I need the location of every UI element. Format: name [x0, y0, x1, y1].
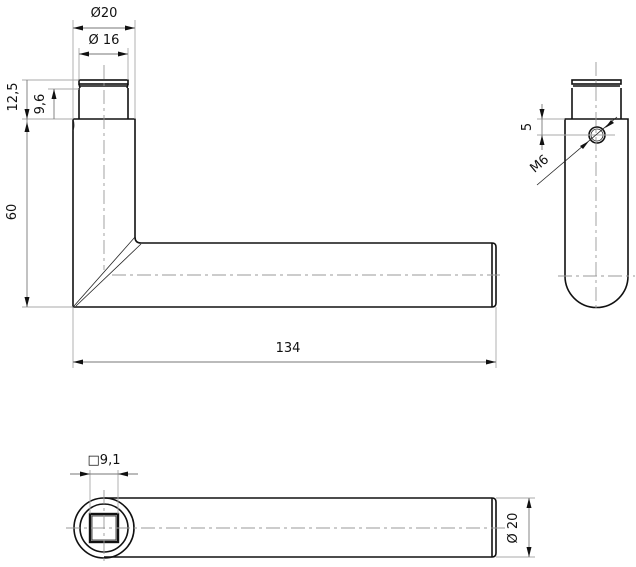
top-view: □9,1 Ø 20: [66, 453, 535, 565]
front-view: [72, 65, 500, 368]
dim-lever-length: 134: [276, 341, 301, 356]
dim-lever-height: 60: [5, 204, 20, 221]
side-view: 5 M6: [520, 62, 635, 312]
dim-neck-height: 12,5: [6, 83, 21, 112]
dim-square-spindle: □9,1: [88, 453, 121, 468]
neck-collar-ring: [78, 79, 129, 85]
side-body: [564, 118, 629, 309]
dim-screw-thread: M6: [527, 152, 552, 176]
dim-rose-diameter: Ø20: [91, 6, 118, 21]
dim-collar-height: 9,6: [33, 94, 48, 115]
dim-screw-offset: 5: [520, 123, 535, 131]
dim-bar-diameter: Ø 20: [506, 513, 521, 544]
front-dimensions: Ø20 Ø 16 12,5 9,6 60 134: [5, 6, 496, 365]
top-bar: [104, 497, 497, 558]
lever-body: [72, 118, 497, 308]
dim-neck-diameter: Ø 16: [89, 33, 120, 48]
